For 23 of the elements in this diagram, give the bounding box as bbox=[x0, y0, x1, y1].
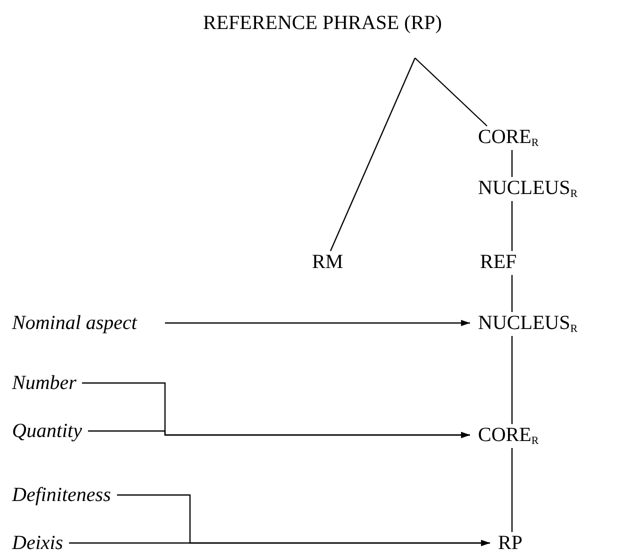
arrow bbox=[69, 540, 490, 546]
connector-line bbox=[511, 150, 513, 177]
connector-line bbox=[330, 58, 416, 252]
node-label: NUCLEUS$_{R}$ bbox=[478, 177, 578, 199]
connector-line bbox=[414, 58, 488, 126]
arrow bbox=[88, 430, 470, 438]
node-label: CORE$_{R}$ bbox=[478, 424, 539, 446]
node-label: Deixis bbox=[12, 532, 64, 554]
node-label: REF bbox=[480, 251, 517, 273]
node-label: Number bbox=[12, 372, 76, 394]
connector-line bbox=[511, 201, 513, 251]
node-label: RP bbox=[498, 532, 522, 554]
node-label: Definiteness bbox=[12, 484, 111, 506]
node-label: NUCLEUS$_{R}$ bbox=[478, 312, 578, 334]
node-label: REFERENCE PHRASE (RP) bbox=[203, 12, 442, 58]
connector-line bbox=[511, 448, 513, 532]
connector-line bbox=[511, 275, 513, 312]
arrow bbox=[165, 320, 470, 326]
node-label: Quantity bbox=[12, 420, 82, 442]
node-label: RM bbox=[312, 251, 344, 273]
node-label: CORE$_{R}$ bbox=[478, 126, 539, 148]
node-label: Nominal aspect bbox=[12, 312, 137, 334]
connector-line bbox=[511, 336, 513, 424]
